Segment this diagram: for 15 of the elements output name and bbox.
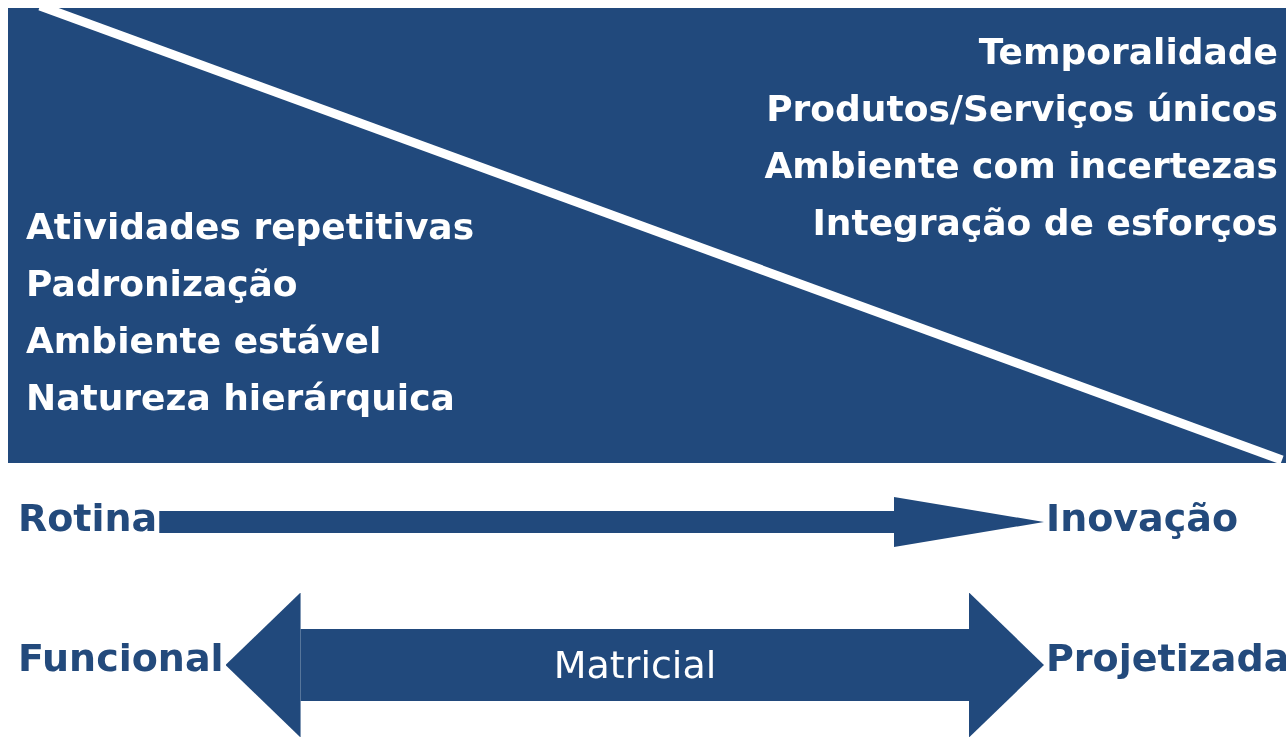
characteristic-text: Temporalidade bbox=[977, 30, 1278, 74]
category-label: Funcional bbox=[18, 636, 224, 680]
edge-label: Matricial bbox=[553, 643, 717, 687]
characteristic-text: Padronização bbox=[26, 262, 299, 306]
characteristic-text: Atividades repetitivas bbox=[26, 205, 475, 249]
characteristic-text: Produtos/Serviços únicos bbox=[765, 87, 1278, 131]
category-label: Projetizada bbox=[1046, 636, 1286, 680]
double-arrow bbox=[225, 592, 1044, 737]
characteristic-text: Ambiente com incertezas bbox=[764, 144, 1278, 188]
category-label: Rotina bbox=[18, 496, 158, 540]
characteristic-text: Integração de esforços bbox=[811, 201, 1278, 245]
characteristic-text: Natureza hierárquica bbox=[26, 376, 456, 420]
arrow bbox=[159, 497, 1044, 547]
category-label: Inovação bbox=[1046, 496, 1238, 540]
characteristic-text: Ambiente estável bbox=[26, 319, 383, 363]
